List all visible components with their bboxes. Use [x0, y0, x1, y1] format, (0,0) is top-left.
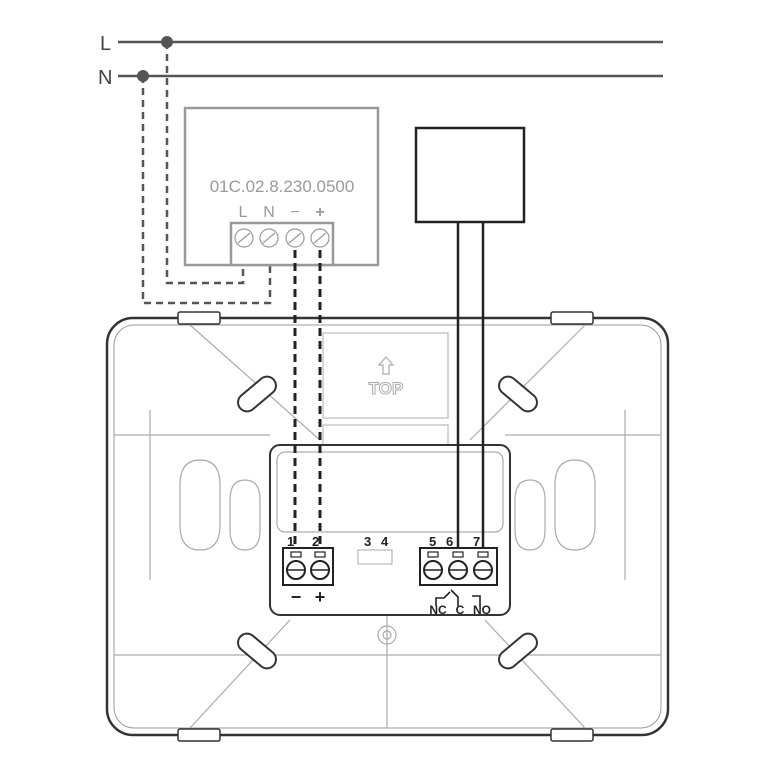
- terminal-compartment: [269, 444, 511, 616]
- c-label: C: [456, 603, 465, 617]
- power-supply: 01C.02.8.230.0500 L N − +: [183, 106, 380, 267]
- arrow-up-icon: [377, 356, 395, 375]
- dc-terminal-block: [282, 547, 334, 586]
- terminal-1-label: 1: [287, 534, 294, 549]
- relay-contact-icon: [435, 589, 481, 606]
- psu-line-feed: [165, 42, 245, 285]
- psu-terminal-l: L: [239, 204, 248, 221]
- nc-label: NC: [429, 603, 447, 617]
- plus-label: +: [315, 587, 326, 607]
- psu-terminal-n: N: [263, 204, 275, 221]
- terminal-6-label: 6: [446, 534, 453, 549]
- line-label: L: [100, 33, 111, 55]
- no-label: NO: [473, 603, 491, 617]
- psu-terminal-minus: −: [290, 204, 299, 221]
- relay-terminal-block: [419, 547, 498, 586]
- terminal-4-label: 4: [381, 534, 389, 549]
- psu-terminal-plus: +: [315, 204, 324, 221]
- terminal-3-4-slot: [357, 549, 393, 565]
- terminal-5-label: 5: [429, 534, 436, 549]
- terminal-3-label: 3: [364, 534, 371, 549]
- psu-model: 01C.02.8.230.0500: [210, 177, 355, 196]
- minus-label: −: [291, 587, 302, 607]
- psu-neutral-feed: [141, 76, 272, 305]
- neutral-label: N: [98, 67, 112, 89]
- top-label: TOP: [369, 379, 404, 398]
- mains-lines: L N: [98, 33, 663, 89]
- terminal-2-label: 2: [312, 534, 319, 549]
- terminal-7-label: 7: [473, 534, 480, 549]
- load-device: [414, 126, 526, 224]
- top-indicator: TOP: [322, 332, 449, 446]
